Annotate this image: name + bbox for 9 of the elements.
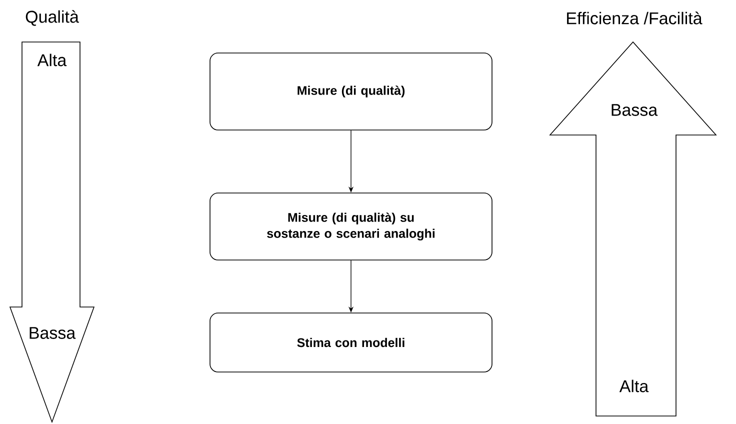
process-box: Stima con modelli [210,312,492,372]
process-box: Misure (di qualità) [210,52,492,130]
arrow-heading: Efficienza /Facilità [567,12,702,24]
arrow-label: Bassa [612,104,658,116]
arrow-label: Bassa [30,327,76,339]
arrow-label: Alta [37,54,67,66]
arrow-heading: Qualità [26,10,79,26]
process-box: Misure (di qualità) su sostanze o scenari analoghi [210,192,492,260]
arrow-label: Alta [619,380,649,392]
